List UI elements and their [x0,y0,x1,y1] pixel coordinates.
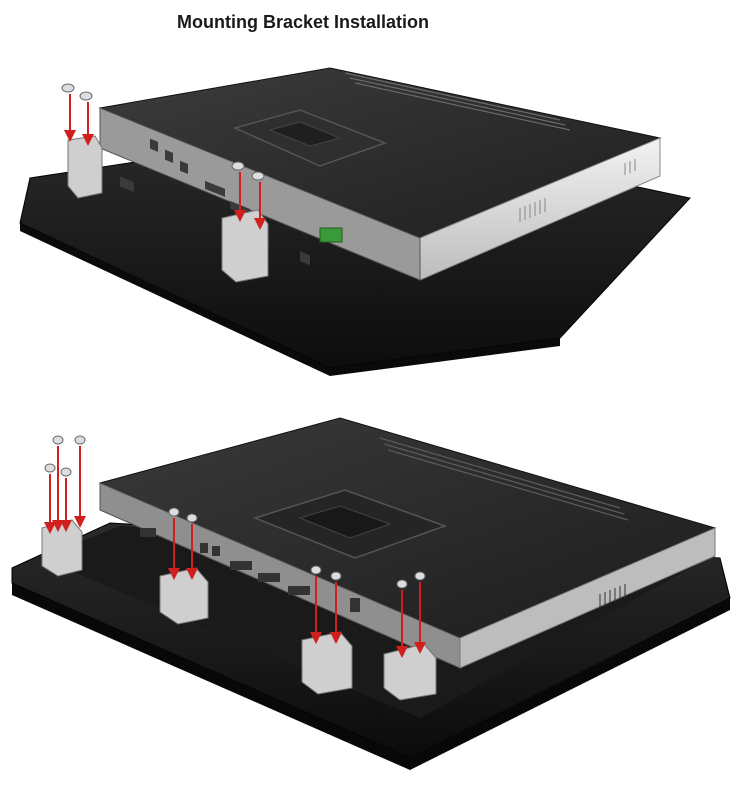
bottom-figure-illustration [11,417,731,770]
screw-icon [186,513,198,523]
vent-slots [379,437,629,521]
top-figure [0,48,756,378]
screw-icon [310,565,322,575]
bottom-figure [0,398,756,791]
vent-slots [344,72,571,131]
screws-and-arrows [44,435,426,658]
screw-icon [61,83,75,93]
screw-icon [231,161,245,171]
screws-and-arrows [61,83,266,230]
screw-icon [52,435,64,445]
bracket-1 [41,519,83,577]
housing-side-right [459,527,716,669]
bracket-2 [159,567,209,625]
top-figure-illustration [19,67,691,376]
bracket-left [67,135,103,199]
screw-icon [168,507,180,517]
screw-icon [330,571,342,581]
screw-icon [396,579,408,589]
bracket-3 [301,631,353,695]
screw-icon [74,435,86,445]
screw-icon [79,91,93,101]
screw-icon [44,463,56,473]
bracket-right [221,209,269,283]
screw-icon [251,171,265,181]
terminal-block-icon [319,227,343,243]
screw-icon [414,571,426,581]
bracket-4 [383,643,437,701]
screw-icon [60,467,72,477]
page-title: Mounting Bracket Installation [176,12,430,32]
io-ports [140,528,360,612]
